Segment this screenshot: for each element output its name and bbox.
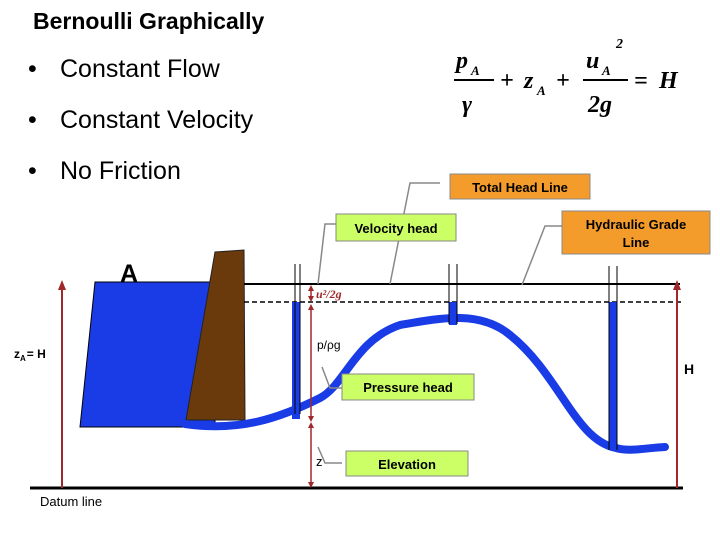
eq-velocity-subscript: A bbox=[601, 63, 611, 78]
arrow-head-icon bbox=[673, 280, 681, 290]
eq-head: H bbox=[658, 68, 679, 94]
eq-plus: + bbox=[500, 68, 514, 94]
bernoulli-equation: p A γ + z A + u A 2 2g = H bbox=[454, 37, 679, 118]
piezometer-tube-3 bbox=[609, 302, 617, 450]
za-label: zA= H bbox=[14, 347, 46, 363]
bullet-item: • Constant Flow bbox=[28, 52, 253, 103]
datum-label: Datum line bbox=[40, 494, 102, 509]
bullet-dot-icon: • bbox=[28, 157, 37, 185]
eq-velocity-denominator: 2g bbox=[587, 92, 612, 118]
arrow-head-icon bbox=[308, 296, 314, 302]
eq-elevation-subscript: A bbox=[536, 83, 546, 98]
callout-hydraulic-grade-line bbox=[561, 210, 711, 255]
leader-line bbox=[389, 182, 440, 285]
bullet-text: Constant Velocity bbox=[60, 106, 254, 134]
leader-line bbox=[317, 446, 342, 464]
bullet-text: No Friction bbox=[60, 157, 181, 185]
piezometer-tube-1 bbox=[292, 302, 300, 419]
callout-velocity-head-text: Velocity head bbox=[354, 221, 437, 236]
arrow-head-icon bbox=[308, 285, 314, 291]
callout-hydraulic-grade-line-text: Line bbox=[623, 235, 650, 250]
arrow-head-icon bbox=[308, 416, 314, 422]
arrow-head-icon bbox=[308, 482, 314, 488]
velocity-head-symbol: u²/2g bbox=[316, 287, 342, 301]
arrow-head-icon bbox=[58, 280, 66, 290]
leader-line bbox=[321, 366, 342, 389]
pressure-head-symbol: p/ρg bbox=[317, 338, 341, 352]
callout-elevation-text: Elevation bbox=[378, 457, 436, 472]
eq-velocity-exponent: 2 bbox=[615, 37, 623, 52]
arrow-head-icon bbox=[308, 422, 314, 428]
eq-velocity-numerator: u bbox=[586, 48, 599, 74]
elevation-symbol: z bbox=[316, 454, 323, 469]
callout-elevation bbox=[345, 450, 469, 477]
eq-pressure-denominator: γ bbox=[462, 92, 472, 118]
eq-equals: = bbox=[634, 68, 648, 94]
eq-elevation: z bbox=[523, 68, 534, 94]
leader-line bbox=[521, 225, 562, 286]
eq-pressure-subscript: A bbox=[470, 63, 480, 78]
callout-total-head-line bbox=[449, 173, 591, 200]
bullet-dot-icon: • bbox=[28, 106, 37, 134]
bullet-dot-icon: • bbox=[28, 55, 37, 83]
eq-plus: + bbox=[556, 68, 570, 94]
bullet-item: • No Friction bbox=[28, 154, 253, 205]
leader-line bbox=[317, 223, 336, 285]
callout-velocity-head bbox=[335, 213, 457, 242]
callout-pressure-head-text: Pressure head bbox=[363, 380, 453, 395]
bullet-text: Constant Flow bbox=[60, 55, 220, 83]
callout-total-head-line-text: Total Head Line bbox=[472, 180, 568, 195]
bullet-list: • Constant Flow • Constant Velocity • No Fr… bbox=[28, 52, 253, 205]
piezometer-tube-2 bbox=[449, 302, 457, 325]
slide-title: Bernoulli Graphically bbox=[33, 8, 265, 34]
point-a-label: A bbox=[120, 260, 138, 288]
arrow-head-icon bbox=[308, 304, 314, 310]
h-label: H bbox=[684, 361, 694, 377]
callout-hydraulic-grade-line-text: Hydraulic Grade bbox=[586, 217, 686, 232]
bullet-item: • Constant Velocity bbox=[28, 103, 253, 154]
eq-pressure-numerator: p bbox=[454, 48, 468, 74]
callout-pressure-head bbox=[341, 373, 475, 401]
